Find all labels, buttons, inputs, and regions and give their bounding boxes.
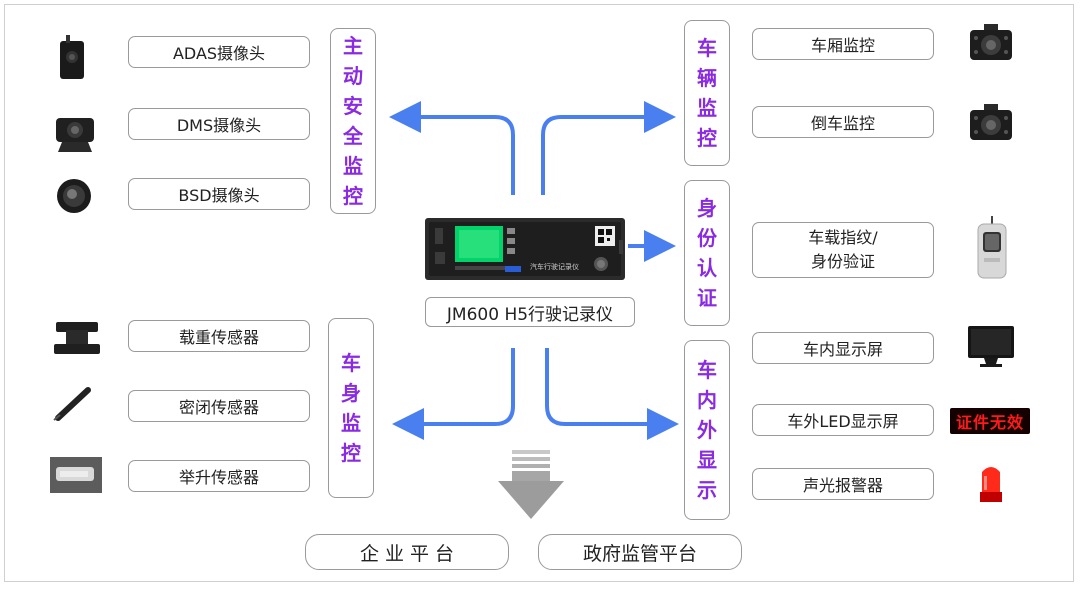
seal-sensor-text: 密闭传感器 bbox=[178, 398, 259, 417]
group-char: 辆 bbox=[697, 66, 717, 90]
fingerprint-text-line2: 身份验证 bbox=[810, 252, 875, 271]
group-char: 监 bbox=[341, 411, 361, 435]
reverse-camera-icon bbox=[970, 104, 1012, 140]
group-char: 份 bbox=[697, 226, 717, 250]
group-char: 安 bbox=[343, 94, 363, 118]
device-screen-text: 汽车行驶记录仪 bbox=[530, 263, 579, 271]
cabin-monitor-label: 车厢监控 bbox=[752, 28, 934, 60]
alarm-text: 声光报警器 bbox=[802, 476, 883, 495]
group-char: 主 bbox=[343, 34, 363, 58]
group-char: 车 bbox=[341, 351, 361, 375]
arrow-vehicle-monitor bbox=[541, 101, 676, 195]
load-sensor-text: 载重传感器 bbox=[178, 328, 259, 347]
group-char: 车 bbox=[697, 36, 717, 60]
dms-camera-icon bbox=[56, 118, 94, 152]
diagram-frame bbox=[4, 4, 1074, 582]
led-display-text: 车外LED显示屏 bbox=[787, 412, 899, 431]
group-char: 外 bbox=[697, 418, 717, 442]
group-char: 显 bbox=[697, 448, 717, 472]
group-char: 监 bbox=[697, 96, 717, 120]
cabin-camera-icon bbox=[970, 24, 1012, 60]
group-char: 全 bbox=[343, 124, 363, 148]
group-char: 控 bbox=[341, 441, 361, 465]
group-char: 内 bbox=[697, 388, 717, 412]
alarm-light-icon bbox=[980, 467, 1002, 502]
group-char: 身 bbox=[341, 381, 361, 405]
alarm-label: 声光报警器 bbox=[752, 468, 934, 500]
group-char: 动 bbox=[343, 64, 363, 88]
group-display: 车 内 外 显 示 bbox=[684, 340, 730, 520]
arrow-body-monitor bbox=[392, 348, 515, 440]
government-platform-box: 政府监管平台 bbox=[538, 534, 742, 570]
group-identity: 身 份 认 证 bbox=[684, 180, 730, 326]
seal-sensor-icon bbox=[53, 387, 91, 421]
group-char: 车 bbox=[697, 358, 717, 382]
inner-display-text: 车内显示屏 bbox=[802, 340, 883, 359]
bsd-camera-label: BSD摄像头 bbox=[128, 178, 310, 210]
device-name-label: JM600 H5行驶记录仪 bbox=[425, 297, 635, 327]
monitor-screen-icon bbox=[968, 326, 1014, 367]
dms-camera-label: DMS摄像头 bbox=[128, 108, 310, 140]
cabin-monitor-text: 车厢监控 bbox=[810, 36, 875, 55]
adas-camera-label: ADAS摄像头 bbox=[128, 36, 310, 68]
dms-camera-text: DMS摄像头 bbox=[176, 116, 262, 135]
enterprise-platform-text: 企 业 平 台 bbox=[359, 542, 455, 565]
fingerprint-label: 车载指纹/ 身份验证 bbox=[752, 222, 934, 278]
group-char: 示 bbox=[697, 478, 717, 502]
group-active-safety: 主 动 安 全 监 控 bbox=[330, 28, 376, 214]
lift-sensor-text: 举升传感器 bbox=[178, 468, 259, 487]
lift-sensor-label: 举升传感器 bbox=[128, 460, 310, 492]
recorder-device-icon bbox=[425, 218, 625, 280]
seal-sensor-label: 密闭传感器 bbox=[128, 390, 310, 422]
load-sensor-icon bbox=[54, 322, 100, 354]
arrow-display bbox=[545, 348, 679, 440]
group-char: 监 bbox=[343, 154, 363, 178]
enterprise-platform-box: 企 业 平 台 bbox=[305, 534, 509, 570]
fingerprint-reader-icon bbox=[977, 216, 1007, 279]
group-char: 控 bbox=[697, 126, 717, 150]
adas-camera-icon bbox=[60, 35, 84, 79]
group-char: 认 bbox=[697, 256, 717, 280]
adas-camera-text: ADAS摄像头 bbox=[172, 44, 266, 63]
device-name-text: JM600 H5行驶记录仪 bbox=[446, 304, 614, 325]
arrow-active-safety bbox=[389, 101, 515, 195]
reverse-monitor-label: 倒车监控 bbox=[752, 106, 934, 138]
group-vehicle-monitor: 车 辆 监 控 bbox=[684, 20, 730, 166]
inner-display-label: 车内显示屏 bbox=[752, 332, 934, 364]
group-char: 控 bbox=[343, 184, 363, 208]
group-char: 身 bbox=[697, 196, 717, 220]
led-screen-icon: 证件无效 bbox=[950, 408, 1030, 434]
led-screen-text: 证件无效 bbox=[955, 413, 1024, 432]
led-display-label: 车外LED显示屏 bbox=[752, 404, 934, 436]
lift-sensor-icon bbox=[50, 457, 102, 493]
government-platform-text: 政府监管平台 bbox=[582, 542, 697, 565]
down-arrow-icon bbox=[498, 450, 564, 519]
bsd-camera-icon bbox=[57, 179, 91, 213]
group-char: 证 bbox=[697, 286, 717, 310]
group-body-monitor: 车 身 监 控 bbox=[328, 318, 374, 498]
bsd-camera-text: BSD摄像头 bbox=[178, 186, 260, 205]
load-sensor-label: 载重传感器 bbox=[128, 320, 310, 352]
reverse-monitor-text: 倒车监控 bbox=[810, 114, 875, 133]
fingerprint-text-line1: 车载指纹/ bbox=[808, 228, 878, 247]
